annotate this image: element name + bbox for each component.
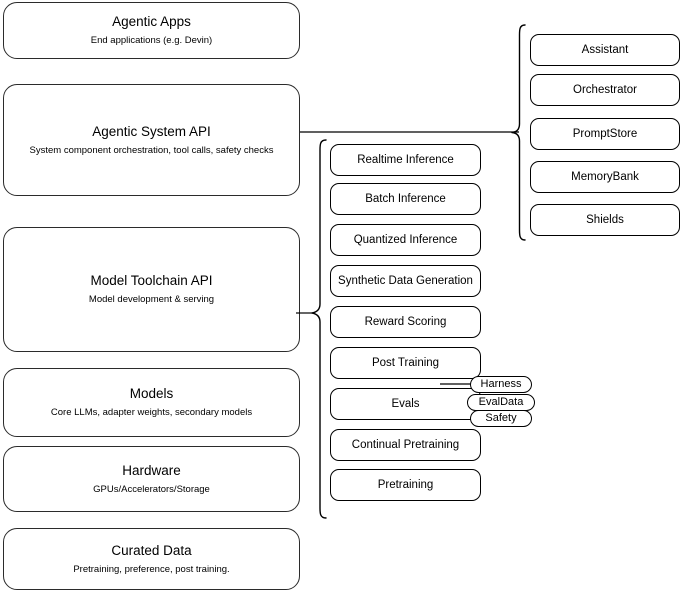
eval-subcomponent-evaldata[interactable]: EvalData: [467, 394, 535, 411]
layer-title: Hardware: [122, 462, 181, 478]
capability-synthetic-data-generation[interactable]: Synthetic Data Generation: [330, 265, 481, 297]
layer-subtitle: Pretraining, preference, post training.: [73, 563, 230, 575]
layer-subtitle: System component orchestration, tool cal…: [29, 144, 274, 156]
capability-quantized-inference[interactable]: Quantized Inference: [330, 224, 481, 256]
layer-models[interactable]: Models Core LLMs, adapter weights, secon…: [3, 368, 300, 437]
layer-title: Agentic Apps: [112, 14, 191, 29]
capability-label: Post Training: [371, 357, 440, 369]
eval-subcomponent-label: Harness: [480, 378, 522, 390]
capability-post-training[interactable]: Post Training: [330, 347, 481, 379]
capability-label: Continual Pretraining: [351, 439, 460, 451]
component-label: Orchestrator: [573, 84, 637, 96]
layer-subtitle: GPUs/Accelerators/Storage: [93, 483, 210, 495]
capability-label: Realtime Inference: [357, 154, 454, 166]
capability-label: Batch Inference: [365, 193, 446, 205]
capability-pretraining[interactable]: Pretraining: [330, 469, 481, 501]
layer-hardware[interactable]: Hardware GPUs/Accelerators/Storage: [3, 446, 300, 512]
eval-subcomponent-label: EvalData: [478, 396, 524, 408]
layer-subtitle: End applications (e.g. Devin): [90, 35, 213, 46]
layer-title: Model Toolchain API: [90, 273, 213, 288]
capability-continual-pretraining[interactable]: Continual Pretraining: [330, 429, 481, 461]
layer-title: Agentic System API: [92, 123, 211, 139]
layer-agentic-apps[interactable]: Agentic Apps End applications (e.g. Devi…: [3, 2, 300, 59]
component-label: Shields: [586, 214, 624, 226]
layer-title: Curated Data: [111, 542, 192, 558]
connector-system-api-to-components: [300, 120, 525, 146]
capability-batch-inference[interactable]: Batch Inference: [330, 183, 481, 215]
capability-label: Evals: [391, 398, 420, 410]
capability-realtime-inference[interactable]: Realtime Inference: [330, 144, 481, 176]
component-promptstore[interactable]: PromptStore: [530, 118, 680, 150]
layer-subtitle: Model development & serving: [88, 294, 215, 305]
layer-agentic-system-api[interactable]: Agentic System API System component orch…: [3, 84, 300, 196]
component-label: PromptStore: [572, 128, 638, 140]
capability-reward-scoring[interactable]: Reward Scoring: [330, 306, 481, 338]
component-label: MemoryBank: [571, 171, 639, 183]
capability-label: Synthetic Data Generation: [338, 275, 473, 287]
brace-toolchain-capabilities: [296, 138, 330, 520]
component-label: Assistant: [581, 44, 629, 56]
layer-subtitle: Core LLMs, adapter weights, secondary mo…: [50, 407, 253, 418]
component-orchestrator[interactable]: Orchestrator: [530, 74, 680, 106]
eval-subcomponent-harness[interactable]: Harness: [470, 376, 532, 393]
capability-label: Reward Scoring: [364, 316, 447, 328]
layer-curated-data[interactable]: Curated Data Pretraining, preference, po…: [3, 528, 300, 590]
capability-label: Quantized Inference: [353, 234, 458, 246]
component-memorybank[interactable]: MemoryBank: [530, 161, 680, 193]
capability-evals[interactable]: Evals: [330, 388, 481, 420]
layer-model-toolchain-api[interactable]: Model Toolchain API Model development & …: [3, 227, 300, 352]
capability-label: Pretraining: [377, 479, 434, 491]
layer-title: Models: [129, 386, 174, 401]
component-assistant[interactable]: Assistant: [530, 34, 680, 66]
eval-subcomponent-safety[interactable]: Safety: [470, 410, 532, 427]
eval-subcomponent-label: Safety: [485, 412, 517, 424]
component-shields[interactable]: Shields: [530, 204, 680, 236]
